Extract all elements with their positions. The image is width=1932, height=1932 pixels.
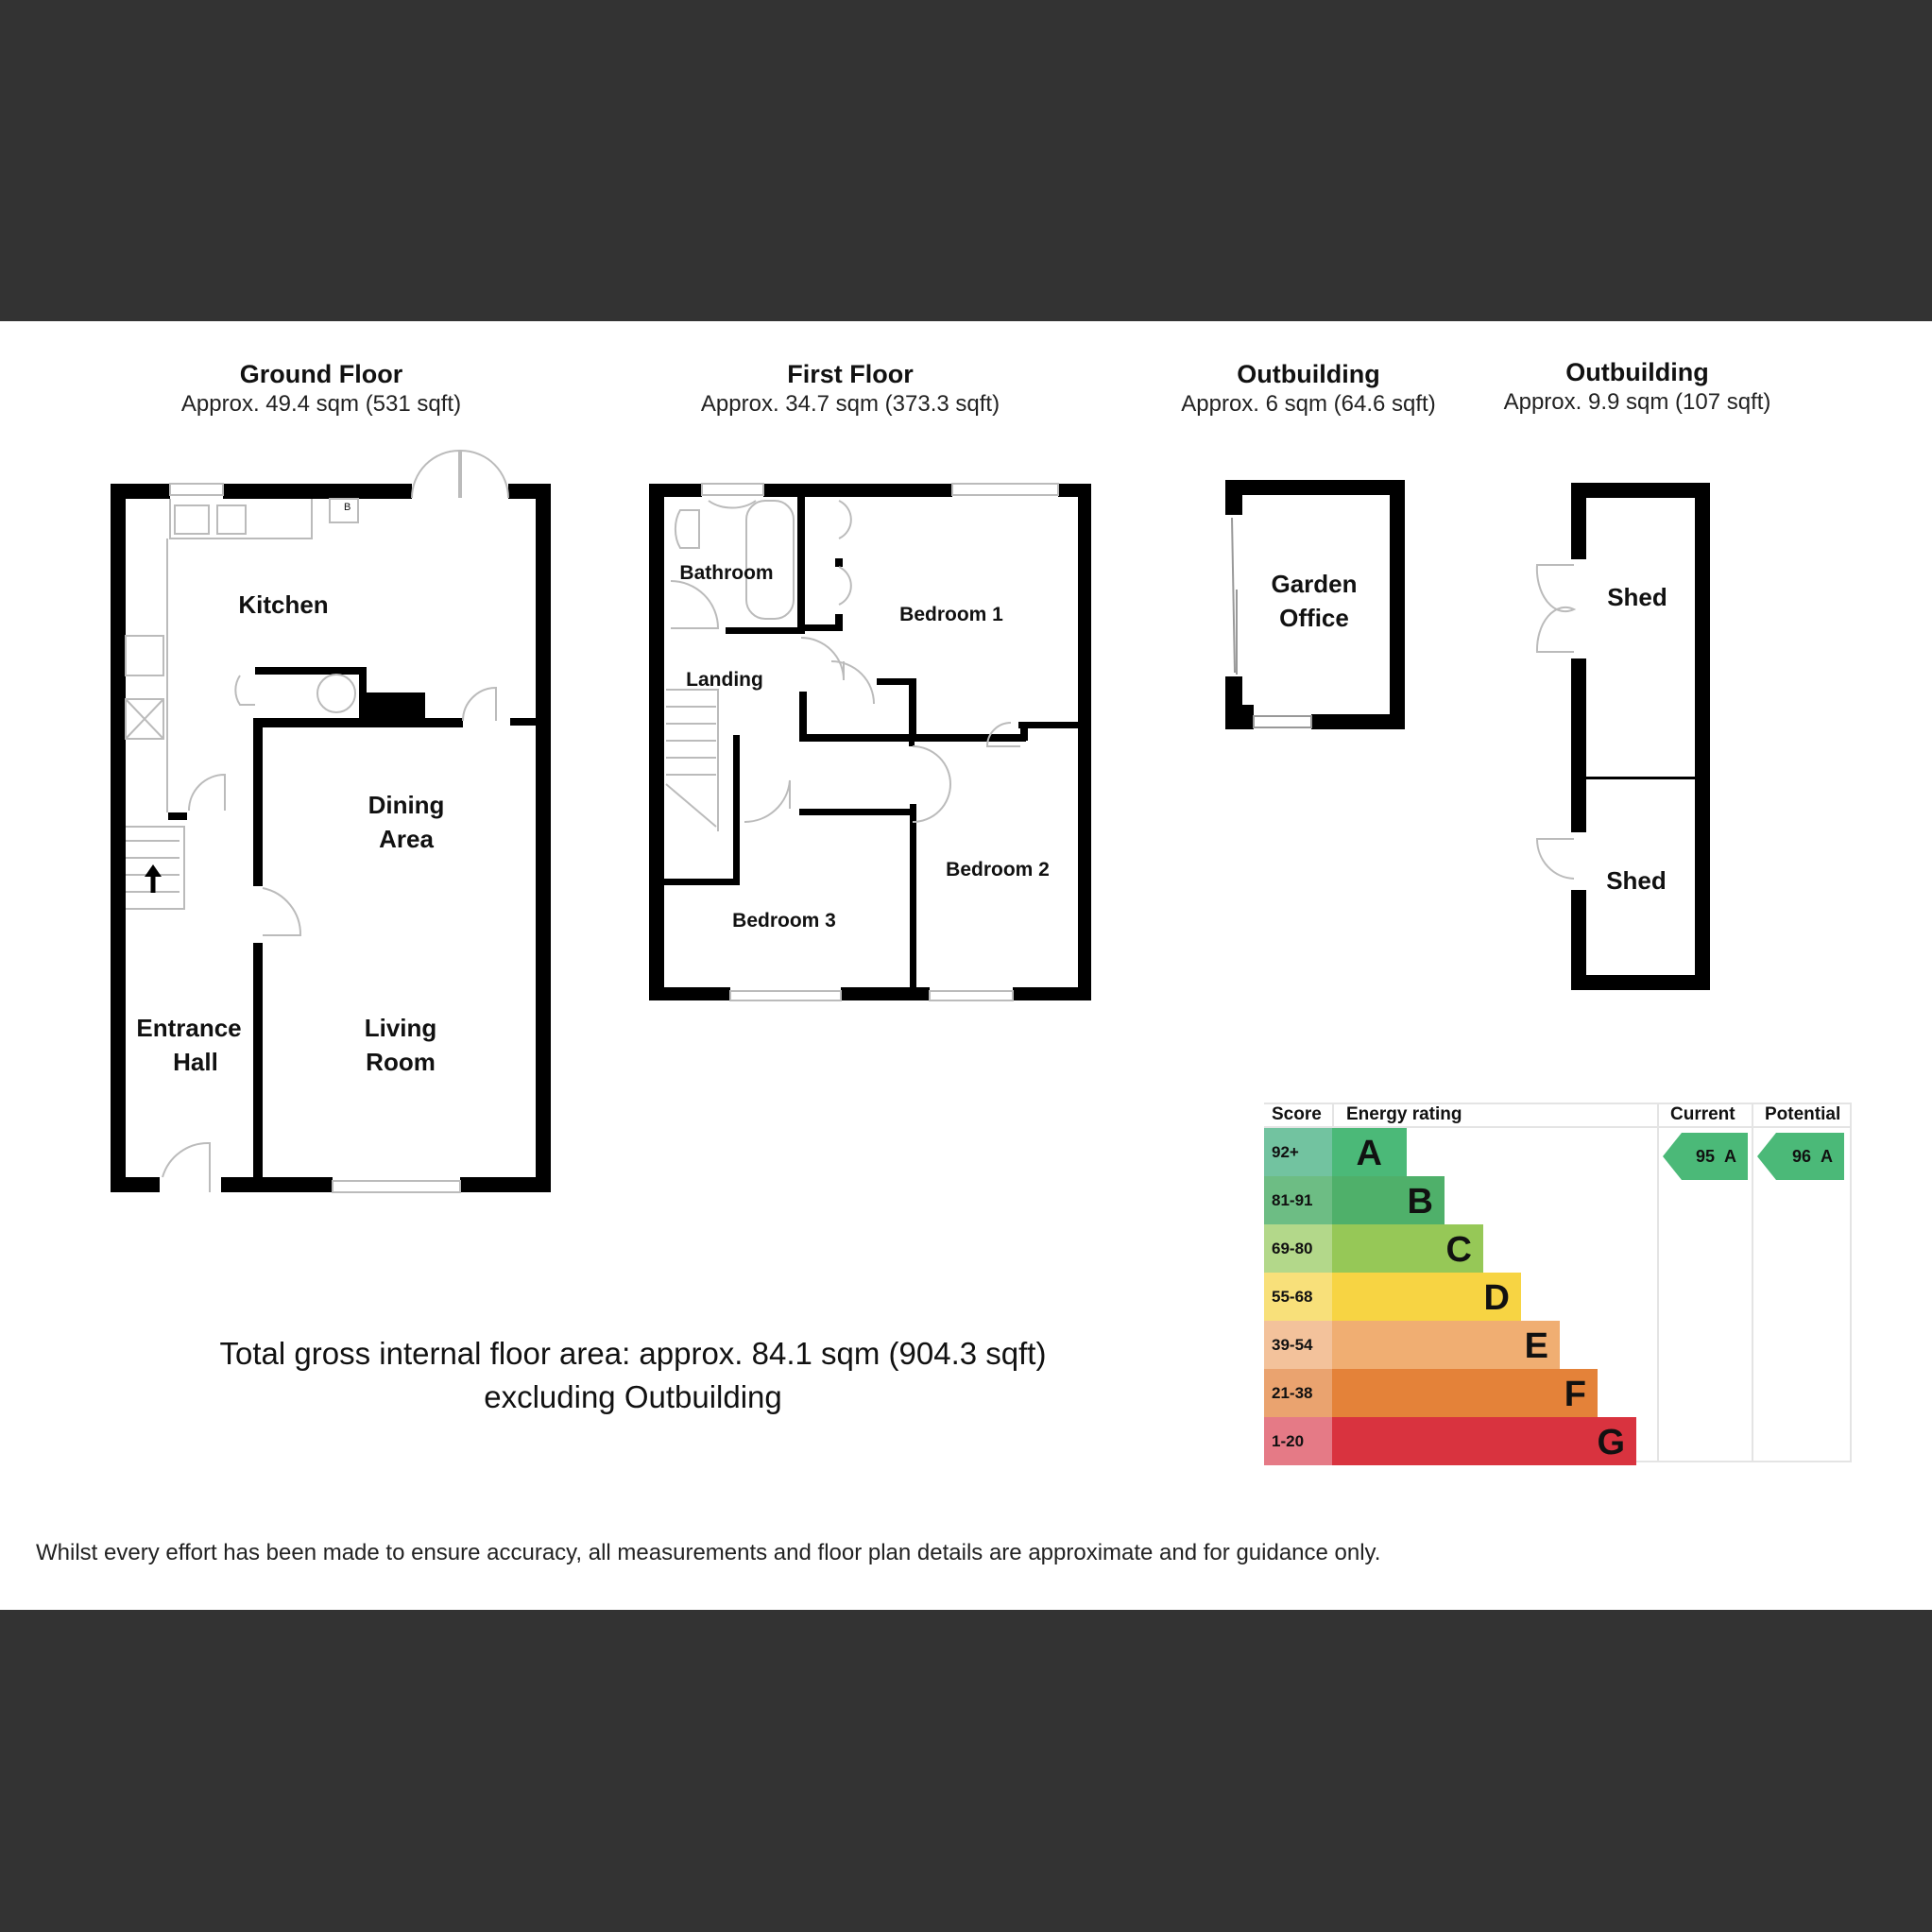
floor-area: Approx. 6 sqm (64.6 sqft) — [1181, 391, 1436, 417]
band-letter: D — [1483, 1278, 1510, 1318]
band-score: 69-80 — [1264, 1224, 1332, 1273]
arrow-shape — [1663, 1133, 1748, 1180]
room-kitchen: Kitchen — [238, 590, 329, 619]
band-bar: A — [1332, 1128, 1407, 1176]
band-bar: G — [1332, 1417, 1636, 1465]
room-garden-line1: Garden — [1271, 570, 1358, 598]
epc-header-current: Current — [1670, 1104, 1735, 1124]
floor-plan-sheet — [0, 321, 1932, 1610]
room-bedroom-2: Bedroom 2 — [946, 859, 1050, 881]
band-score: 1-20 — [1264, 1417, 1332, 1465]
epc-header-score: Score — [1272, 1104, 1322, 1124]
room-dining-line2: Area — [379, 825, 434, 853]
energy-rating-chart: Score Energy rating Current Potential 92… — [1264, 1103, 1852, 1465]
potential-rating-letter: A — [1821, 1147, 1833, 1166]
band-bar: B — [1332, 1176, 1445, 1224]
current-rating-text: 95 A — [1696, 1133, 1736, 1180]
band-bar: E — [1332, 1321, 1560, 1369]
room-shed-1: Shed — [1607, 583, 1667, 611]
arrow-shape — [1757, 1133, 1844, 1180]
band-bar: D — [1332, 1273, 1521, 1321]
current-rating-letter: A — [1724, 1147, 1736, 1166]
floor-area: Approx. 34.7 sqm (373.3 sqft) — [700, 391, 1000, 417]
band-score: 21-38 — [1264, 1369, 1332, 1417]
epc-header-rule — [1264, 1126, 1852, 1128]
room-shed-2: Shed — [1606, 866, 1667, 895]
potential-rating-text: 96 A — [1792, 1133, 1833, 1180]
epc-header-potential: Potential — [1765, 1104, 1841, 1124]
room-dining-line1: Dining — [368, 791, 445, 819]
band-letter: E — [1524, 1326, 1548, 1366]
band-letter: F — [1564, 1375, 1586, 1414]
room-bedroom-3: Bedroom 3 — [732, 910, 836, 932]
room-bathroom: Bathroom — [679, 562, 774, 584]
band-letter: B — [1407, 1182, 1433, 1222]
floor-title: Outbuilding — [1565, 358, 1709, 386]
boiler-label: B — [344, 502, 351, 513]
total-area-line1: Total gross internal floor area: approx.… — [219, 1336, 1047, 1371]
floor-area: Approx. 9.9 sqm (107 sqft) — [1503, 389, 1771, 415]
band-score: 81-91 — [1264, 1176, 1332, 1224]
epc-header-rating: Energy rating — [1346, 1104, 1462, 1124]
potential-rating-arrow: 96 A — [1757, 1133, 1844, 1180]
disclaimer: Whilst every effort has been made to ens… — [36, 1540, 1381, 1565]
epc-divider — [1332, 1103, 1334, 1126]
current-rating-value: 95 — [1695, 1147, 1715, 1166]
outbuilding-office-header: Outbuilding Approx. 6 sqm (64.6 sqft) — [1153, 359, 1464, 419]
band-letter: G — [1597, 1423, 1625, 1462]
potential-rating-value: 96 — [1791, 1147, 1811, 1166]
outbuilding-shed-header: Outbuilding Approx. 9.9 sqm (107 sqft) — [1479, 357, 1796, 418]
room-bedroom-1: Bedroom 1 — [899, 604, 1003, 625]
room-garden-line2: Office — [1279, 604, 1349, 632]
epc-divider — [1752, 1103, 1753, 1462]
band-bar: F — [1332, 1369, 1598, 1417]
first-floor-header: First Floor Approx. 34.7 sqm (373.3 sqft… — [661, 359, 1039, 419]
floor-title: Ground Floor — [239, 360, 403, 388]
epc-divider — [1850, 1103, 1852, 1462]
band-score: 92+ — [1264, 1128, 1332, 1176]
room-living-line1: Living — [364, 1014, 437, 1042]
floor-area: Approx. 49.4 sqm (531 sqft) — [180, 391, 462, 417]
current-rating-arrow: 95 A — [1663, 1133, 1748, 1180]
room-living-line2: Room — [366, 1048, 436, 1076]
total-area-line2: excluding Outbuilding — [484, 1379, 782, 1414]
floor-title: First Floor — [787, 360, 914, 388]
room-landing: Landing — [686, 669, 763, 691]
room-entrance-line1: Entrance — [136, 1014, 242, 1042]
floor-title: Outbuilding — [1237, 360, 1380, 388]
epc-divider — [1657, 1103, 1659, 1462]
room-entrance-line2: Hall — [173, 1048, 218, 1076]
band-letter: C — [1445, 1230, 1472, 1270]
total-area: Total gross internal floor area: approx.… — [132, 1332, 1134, 1419]
band-bar: C — [1332, 1224, 1483, 1273]
band-letter: A — [1356, 1134, 1382, 1173]
band-score: 39-54 — [1264, 1321, 1332, 1369]
ground-floor-header: Ground Floor Approx. 49.4 sqm (531 sqft) — [132, 359, 510, 419]
band-score: 55-68 — [1264, 1273, 1332, 1321]
epc-top-rule — [1264, 1103, 1852, 1104]
